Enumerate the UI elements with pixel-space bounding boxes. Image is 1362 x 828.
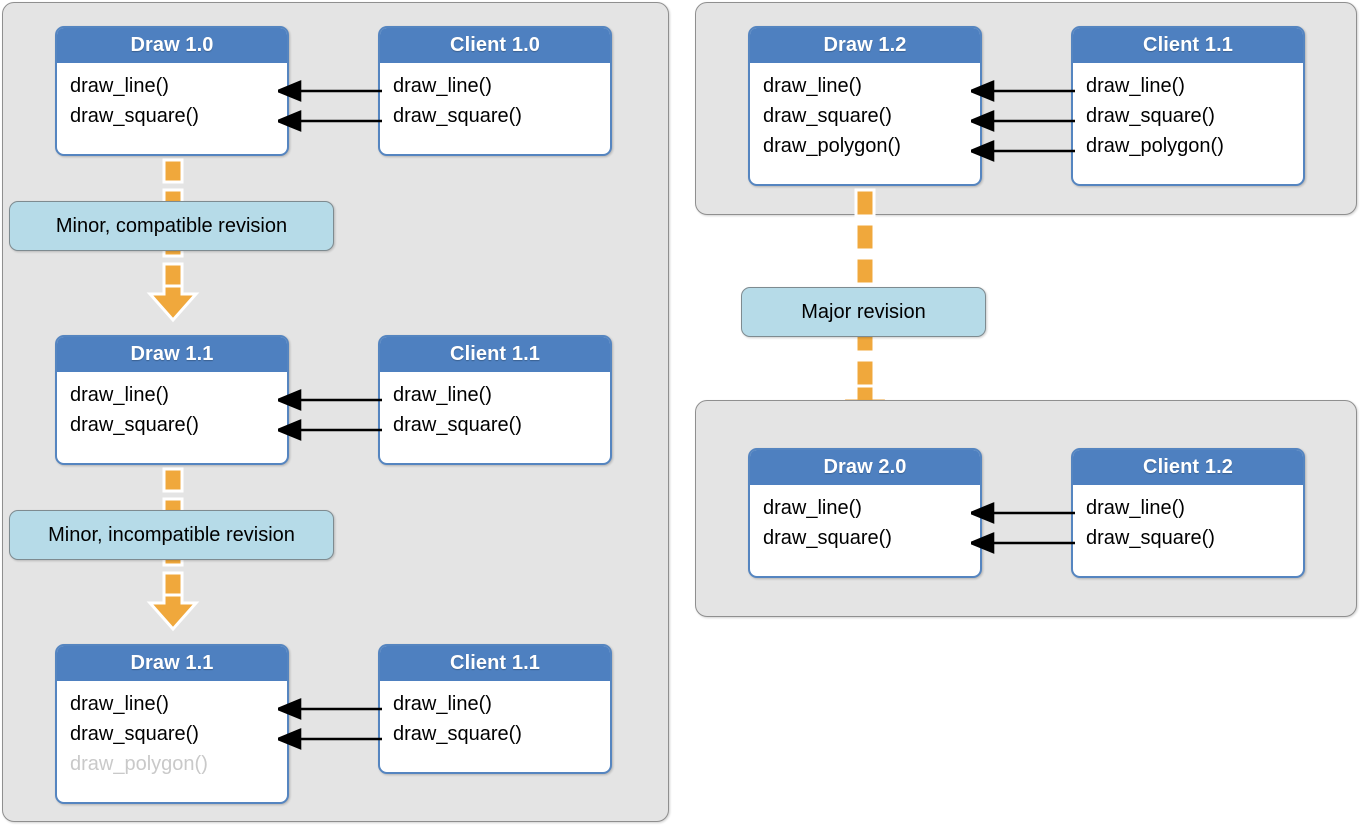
transition-label-minor-incompatible: Minor, incompatible revision [9, 510, 334, 560]
method-item: draw_line() [1086, 497, 1185, 519]
client-box-methods: draw_line() draw_square() [380, 681, 610, 757]
library-box-draw-1-1-a[interactable]: Draw 1.1 draw_line() draw_square() [55, 335, 289, 465]
library-box-draw-2-0[interactable]: Draw 2.0 draw_line() draw_square() [748, 448, 982, 578]
client-box-client-1-1-a[interactable]: Client 1.1 draw_line() draw_square() [378, 335, 612, 465]
method-item: draw_polygon() [1086, 135, 1224, 157]
method-item: draw_square() [1086, 527, 1215, 549]
client-box-title: Client 1.2 [1073, 450, 1303, 485]
library-box-title: Draw 1.1 [57, 337, 287, 372]
method-item: draw_square() [393, 414, 522, 436]
method-item: draw_square() [70, 723, 199, 745]
method-item: draw_square() [70, 414, 199, 436]
method-item: draw_line() [70, 693, 169, 715]
library-box-title: Draw 1.2 [750, 28, 980, 63]
transition-label-text: Minor, incompatible revision [48, 523, 295, 546]
library-box-title: Draw 1.0 [57, 28, 287, 63]
method-item: draw_square() [763, 527, 892, 549]
client-box-methods: draw_line() draw_square() draw_polygon() [1073, 63, 1303, 169]
transition-label-text: Major revision [801, 300, 926, 323]
client-box-client-1-2[interactable]: Client 1.2 draw_line() draw_square() [1071, 448, 1305, 578]
method-item: draw_line() [393, 75, 492, 97]
library-box-draw-1-0[interactable]: Draw 1.0 draw_line() draw_square() [55, 26, 289, 156]
client-box-title: Client 1.1 [380, 337, 610, 372]
client-box-methods: draw_line() draw_square() [1073, 485, 1303, 561]
method-item-disabled: draw_polygon() [70, 753, 208, 775]
method-item: draw_line() [1086, 75, 1185, 97]
client-box-methods: draw_line() draw_square() [380, 372, 610, 448]
client-box-client-1-1-b[interactable]: Client 1.1 draw_line() draw_square() [378, 644, 612, 774]
method-item: draw_square() [393, 105, 522, 127]
method-item: draw_line() [70, 384, 169, 406]
transition-label-major: Major revision [741, 287, 986, 337]
client-box-client-1-1-c[interactable]: Client 1.1 draw_line() draw_square() dra… [1071, 26, 1305, 186]
transition-label-minor-compatible: Minor, compatible revision [9, 201, 334, 251]
library-box-methods: draw_line() draw_square() draw_polygon() [750, 63, 980, 169]
method-item: draw_square() [393, 723, 522, 745]
client-box-title: Client 1.1 [380, 646, 610, 681]
client-box-methods: draw_line() draw_square() [380, 63, 610, 139]
library-box-title: Draw 2.0 [750, 450, 980, 485]
library-box-title: Draw 1.1 [57, 646, 287, 681]
library-box-methods: draw_line() draw_square() [57, 63, 287, 139]
method-item: draw_polygon() [763, 135, 901, 157]
client-box-title: Client 1.0 [380, 28, 610, 63]
library-box-methods: draw_line() draw_square() [750, 485, 980, 561]
transition-label-text: Minor, compatible revision [55, 214, 288, 237]
method-item: draw_line() [763, 75, 862, 97]
method-item: draw_square() [70, 105, 199, 127]
method-item: draw_square() [1086, 105, 1215, 127]
library-box-draw-1-1-b[interactable]: Draw 1.1 draw_line() draw_square() draw_… [55, 644, 289, 804]
library-box-draw-1-2[interactable]: Draw 1.2 draw_line() draw_square() draw_… [748, 26, 982, 186]
client-box-client-1-0[interactable]: Client 1.0 draw_line() draw_square() [378, 26, 612, 156]
library-box-methods: draw_line() draw_square() [57, 372, 287, 448]
method-item: draw_square() [763, 105, 892, 127]
client-box-title: Client 1.1 [1073, 28, 1303, 63]
library-box-methods: draw_line() draw_square() draw_polygon() [57, 681, 287, 787]
method-item: draw_line() [393, 384, 492, 406]
method-item: draw_line() [393, 693, 492, 715]
method-item: draw_line() [763, 497, 862, 519]
method-item: draw_line() [70, 75, 169, 97]
